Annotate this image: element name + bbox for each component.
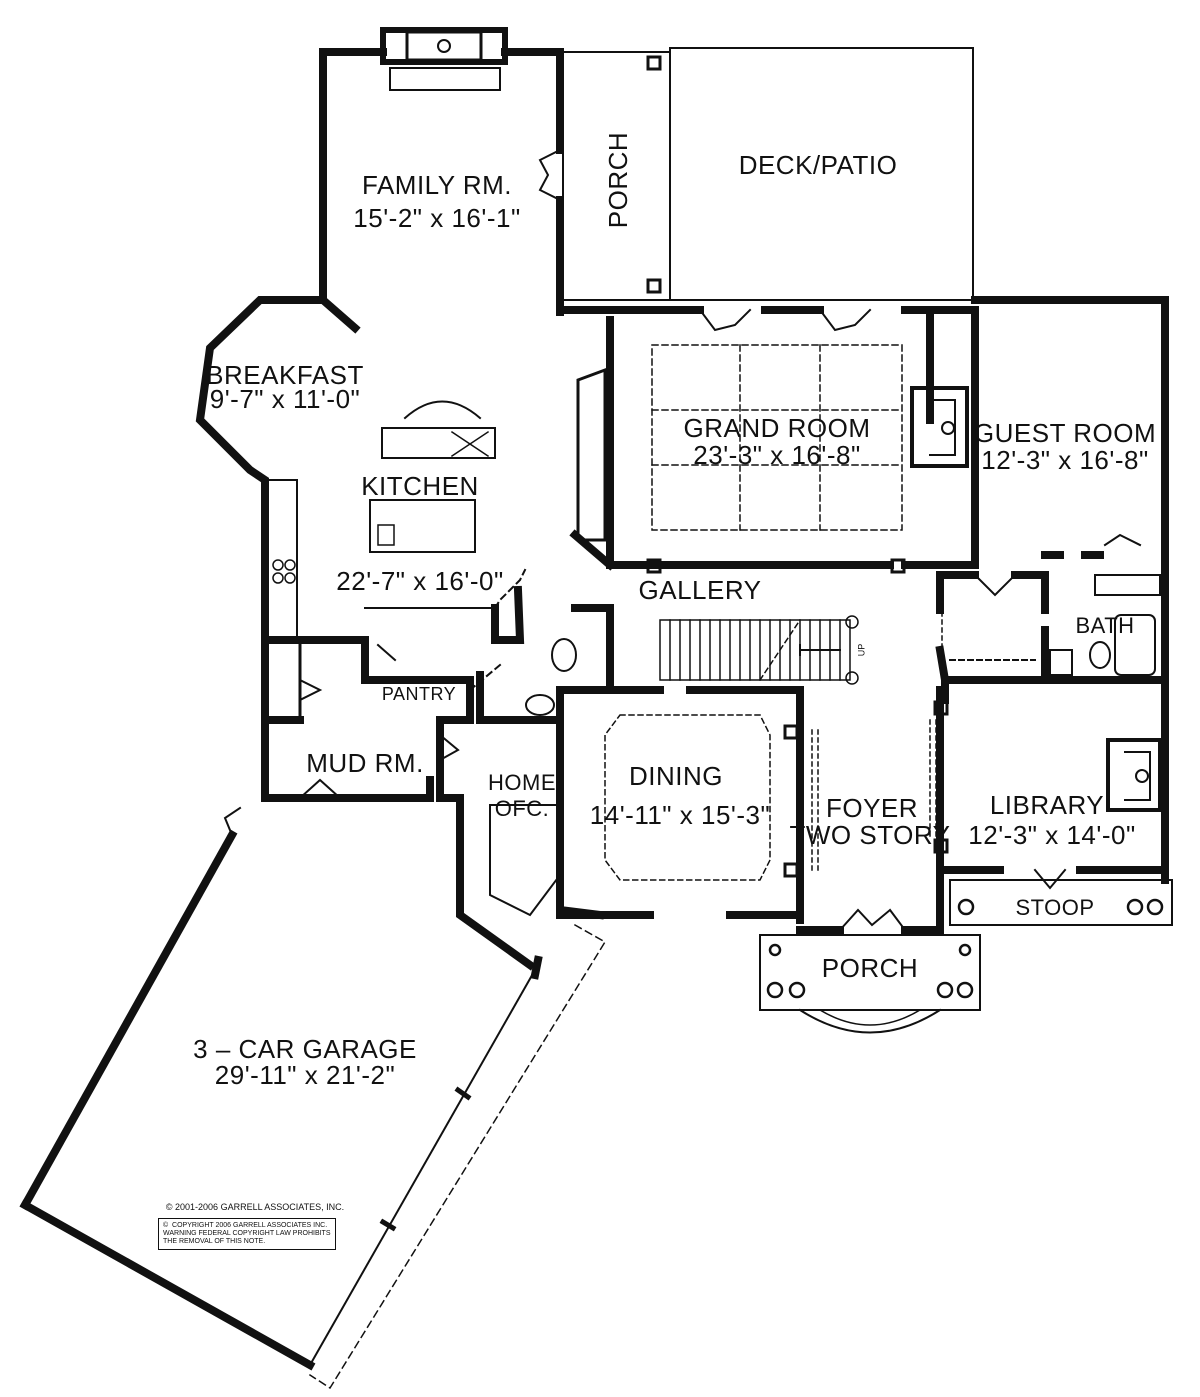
- garage-walls: [19, 829, 543, 1371]
- staircase: [659, 615, 859, 685]
- family-room-label: FAMILY RM.: [362, 170, 512, 200]
- fireplace-family: [405, 30, 483, 62]
- bath-label: BATH: [1075, 613, 1135, 638]
- breakfast-label: BREAKFAST: [206, 360, 364, 390]
- foyer-walls: [796, 571, 944, 934]
- dining-dims: 14'-11" x 15'-3": [589, 800, 771, 830]
- rear-porch-label: PORCH: [603, 131, 633, 229]
- dining-label: DINING: [629, 761, 723, 791]
- pantry-label: PANTRY: [381, 684, 457, 704]
- deck-patio-label: DECK/PATIO: [738, 150, 898, 180]
- copyright-notice: © COPYRIGHT 2006 GARRELL ASSOCIATES INC.…: [158, 1218, 336, 1250]
- family-room-walls: [319, 27, 564, 316]
- stoop-outline: [949, 879, 1173, 926]
- kitchen-sink-island: [381, 427, 496, 459]
- family-room-dims: 15'-2" x 16'-1": [353, 203, 521, 233]
- kitchen-label: KITCHEN: [361, 471, 479, 501]
- copyright-line: © 2001-2006 GARRELL ASSOCIATES, INC.: [165, 1202, 345, 1212]
- guest-room-dims: 12'-3" x 16'-8": [981, 445, 1149, 475]
- central-walls: [261, 585, 614, 971]
- garage-door-marks: [379, 1086, 472, 1232]
- gallery-label: GALLERY: [638, 575, 762, 605]
- kitchen-island: [369, 499, 476, 553]
- mud-room-label: MUD RM.: [306, 748, 424, 778]
- stoop-columns: [957, 898, 1164, 916]
- garage-label: 3 – CAR GARAGE: [193, 1034, 417, 1064]
- stair-up-label: UP: [856, 643, 867, 657]
- front-porch-outline: [759, 934, 981, 1011]
- deck-outline: [669, 47, 974, 301]
- guest-room-label: GUEST ROOM: [973, 418, 1157, 448]
- breakfast-dims: 9'-7" x 11'-0": [209, 384, 361, 414]
- garage-dims: 29'-11" x 21'-2": [214, 1060, 396, 1090]
- porch-columns: [766, 943, 974, 999]
- dining-walls: [556, 686, 804, 924]
- front-porch-label: PORCH: [821, 953, 919, 983]
- library-label: LIBRARY: [989, 790, 1105, 820]
- foyer-label: FOYER: [825, 793, 919, 823]
- stoop-label: STOOP: [1015, 895, 1095, 920]
- grand-room-dims: 23'-3" x 16'-8": [693, 440, 861, 470]
- home-office-label: HOME: [488, 770, 556, 795]
- library-dims: 12'-3" x 14'-0": [968, 820, 1136, 850]
- kitchen-dims: 22'-7" x 16'-0": [336, 566, 504, 596]
- foyer-label-2: TWO STORY: [789, 820, 951, 850]
- grand-room-label: GRAND ROOM: [683, 413, 871, 443]
- home-office-label-2: OFC.: [494, 796, 550, 821]
